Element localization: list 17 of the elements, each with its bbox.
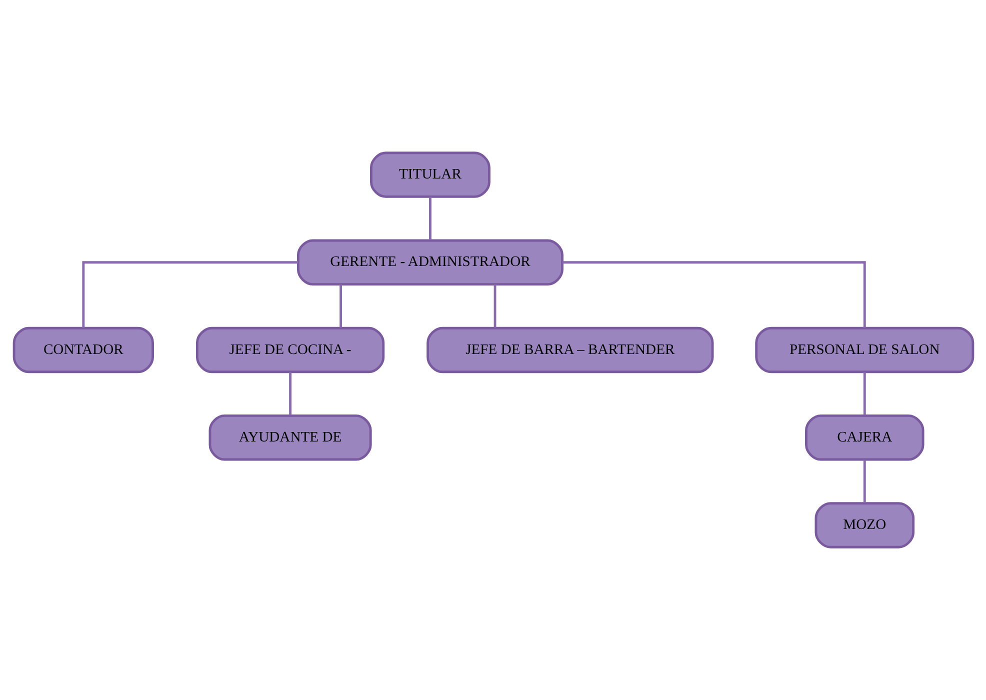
connector — [82, 261, 298, 328]
node-box: MOZO — [814, 502, 914, 548]
node-box: AYUDANTE DE — [208, 414, 372, 461]
connector — [862, 460, 866, 503]
connector — [562, 261, 866, 328]
node-box: CAJERA — [804, 414, 924, 461]
node-box: JEFE DE BARRA – BARTENDER — [426, 326, 714, 374]
connector — [288, 372, 291, 416]
node-box: CONTADOR — [12, 326, 154, 374]
connector — [339, 284, 342, 328]
node-box: TITULAR — [369, 152, 490, 198]
node-box: JEFE DE COCINA - — [195, 326, 384, 374]
node-box: PERSONAL DE SALON — [754, 326, 974, 374]
connector — [493, 284, 496, 328]
connector — [862, 372, 866, 416]
node-box: GERENTE - ADMINISTRADOR — [296, 239, 563, 286]
connector — [428, 196, 431, 240]
